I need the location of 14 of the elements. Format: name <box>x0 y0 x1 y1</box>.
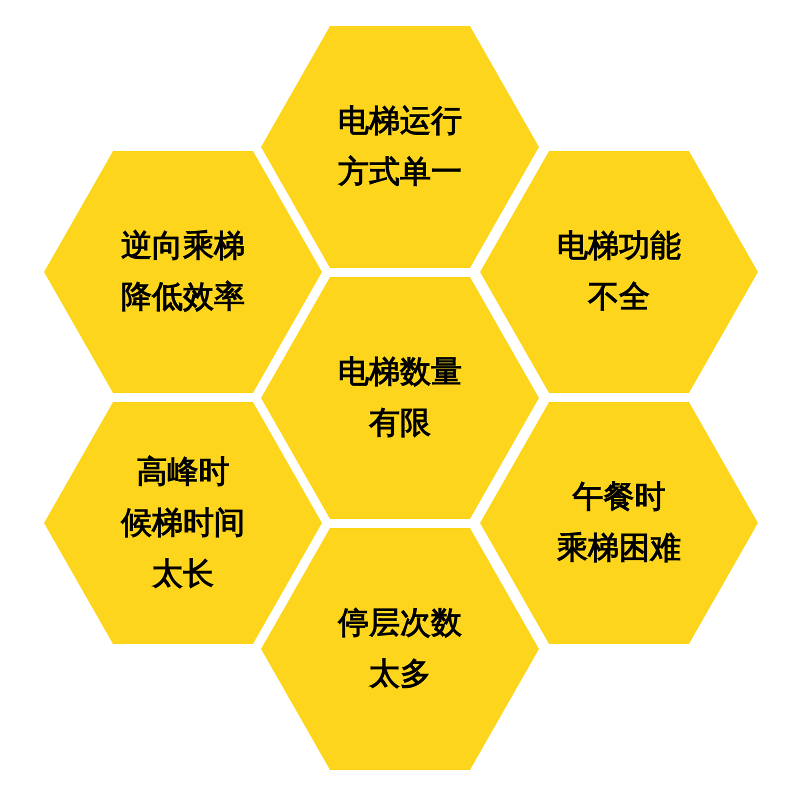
hexagon-label: 午餐时乘梯困难 <box>557 478 681 568</box>
hexagon-label: 电梯运行方式单一 <box>338 102 462 192</box>
hexagon <box>480 151 758 393</box>
hexagon <box>480 402 758 644</box>
hexagon <box>261 26 539 268</box>
hexagon-label: 停层次数太多 <box>338 604 462 694</box>
hexagon <box>44 151 322 393</box>
hexagon-label: 逆向乘梯降低效率 <box>121 227 245 317</box>
hexagon-label: 电梯数量有限 <box>338 353 462 443</box>
hexagon <box>261 528 539 770</box>
hexagon-label: 电梯功能不全 <box>557 227 681 317</box>
hexagon-label: 高峰时候梯时间太长 <box>121 452 245 594</box>
hexagon <box>44 402 322 644</box>
hexagon <box>261 277 539 519</box>
